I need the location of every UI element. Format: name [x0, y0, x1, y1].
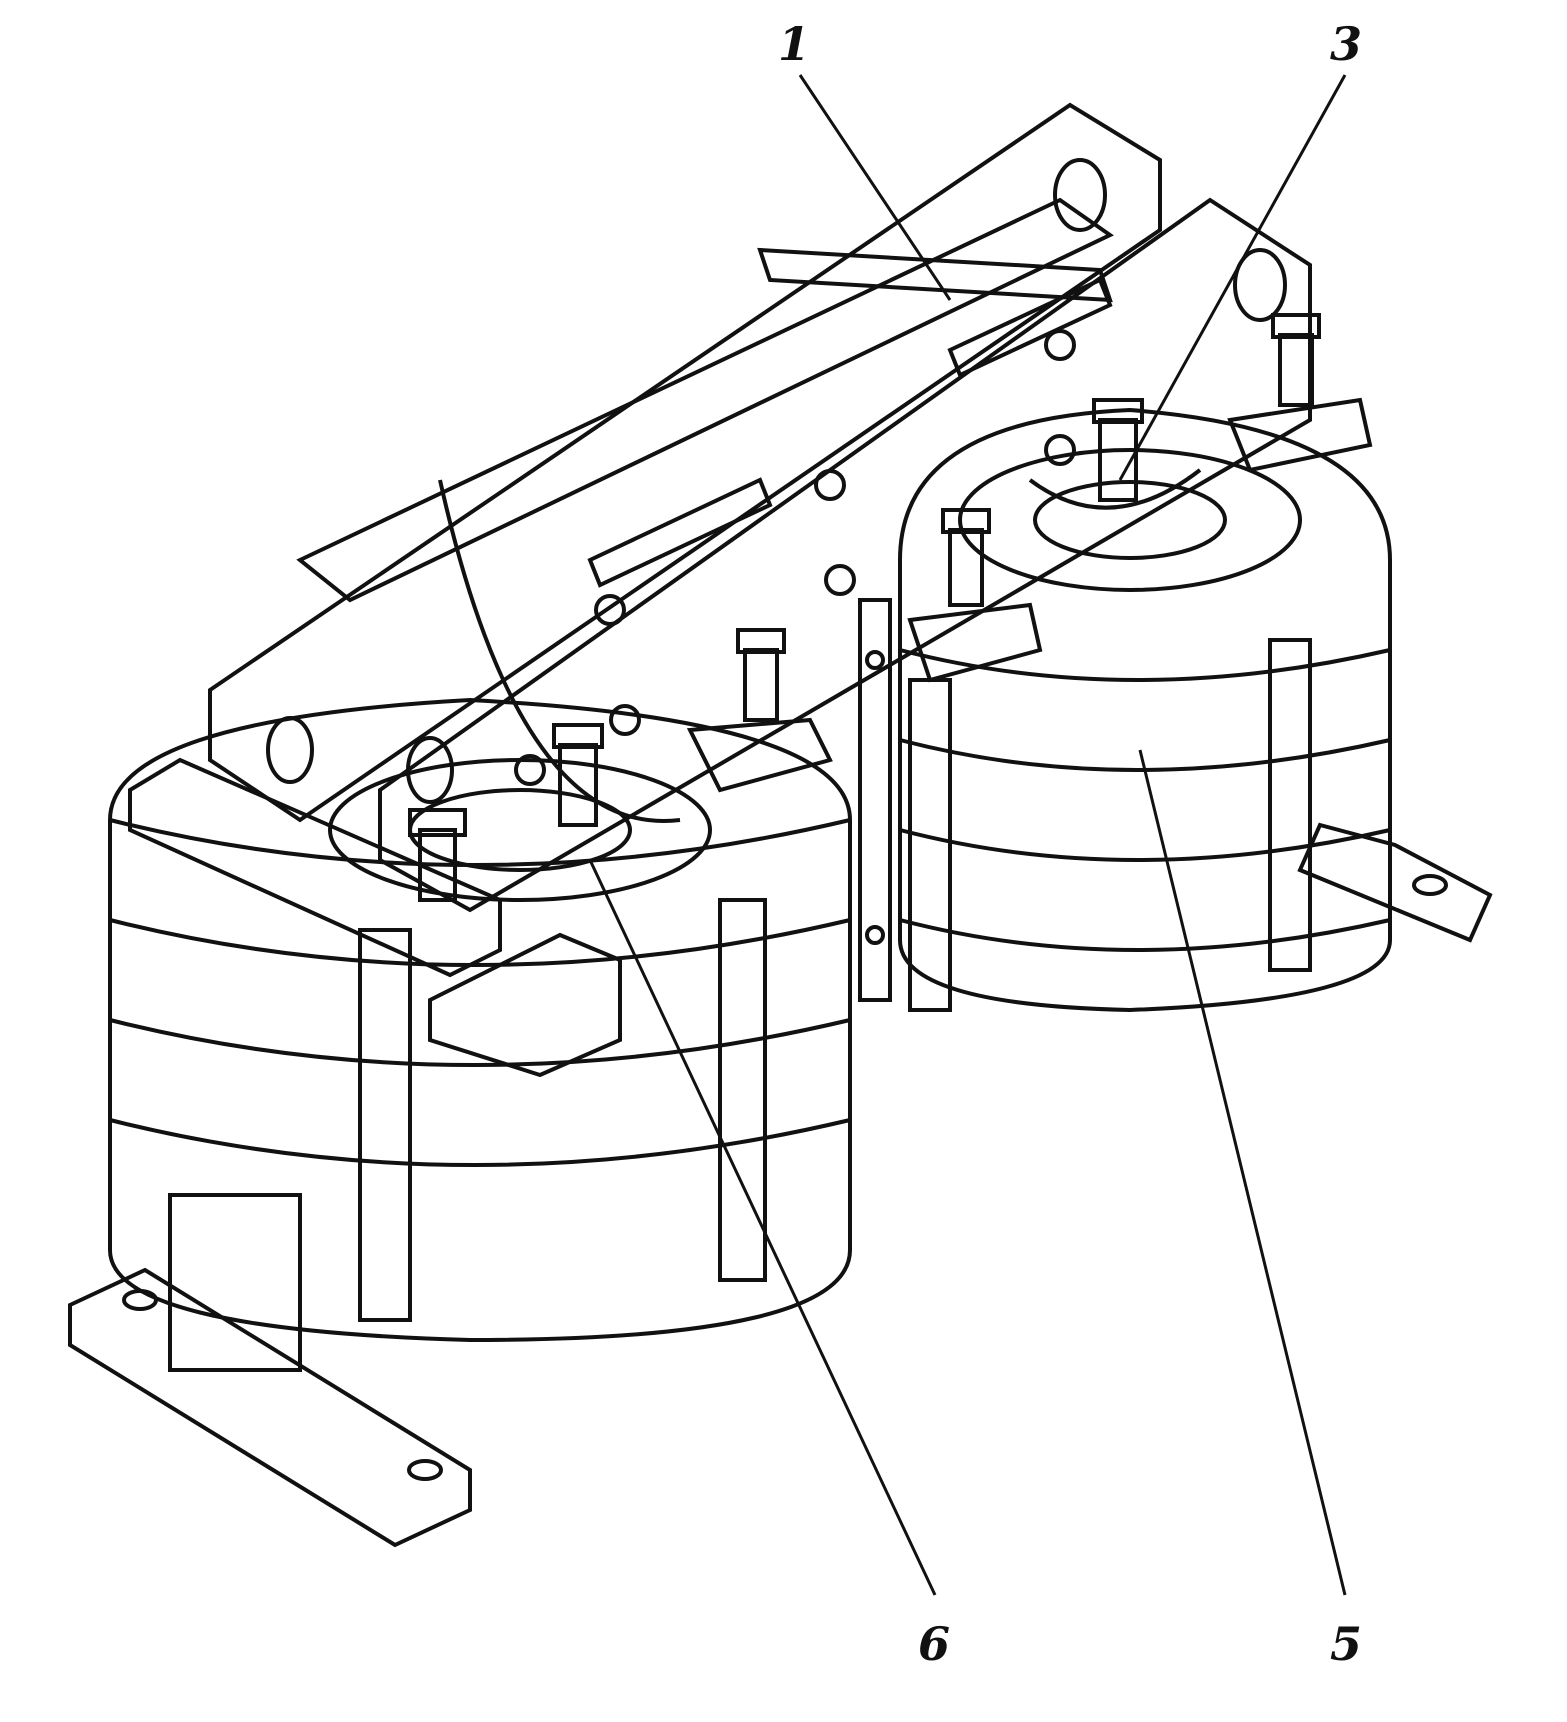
leader-5 — [1138, 749, 1347, 1596]
terminal-clamps — [128, 313, 1373, 978]
left-coil-stack — [108, 697, 852, 1343]
leader-lines — [588, 74, 1347, 1596]
callout-1: 1 — [778, 17, 810, 71]
callout-labels: 1 3 5 6 — [778, 17, 1362, 1671]
core-yoke-frame — [208, 102, 1312, 913]
right-base-bracket — [1297, 822, 1493, 943]
right-coil-stack — [898, 407, 1392, 1013]
callout-3: 3 — [1330, 17, 1362, 71]
leader-6 — [588, 859, 937, 1596]
callout-6: 6 — [918, 1617, 950, 1671]
central-post — [858, 598, 892, 1002]
callout-5: 5 — [1330, 1617, 1362, 1671]
lead-connector — [428, 932, 622, 1078]
yoke-bolts — [514, 329, 1076, 786]
leader-3 — [1118, 74, 1347, 481]
leader-1 — [798, 74, 952, 301]
